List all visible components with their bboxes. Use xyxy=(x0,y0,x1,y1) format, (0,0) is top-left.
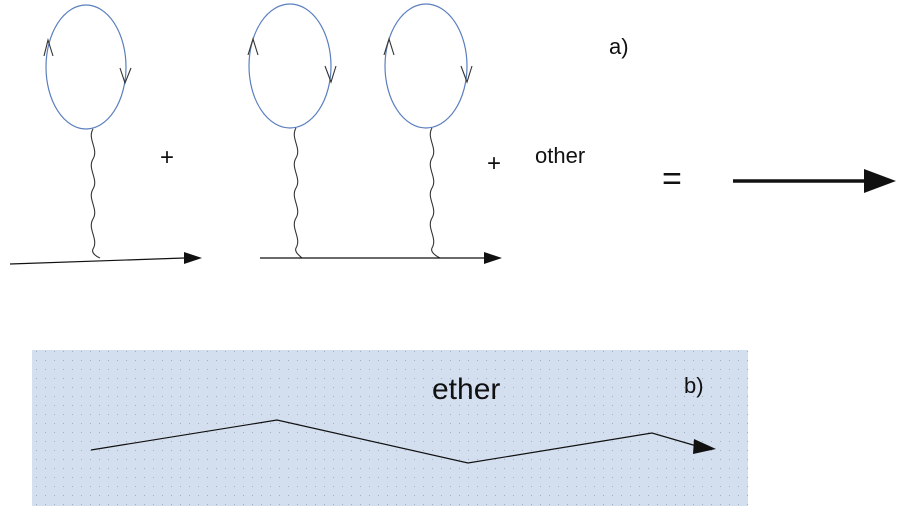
panel-a-label: a) xyxy=(609,34,629,59)
photon-propagator-1 xyxy=(90,128,101,259)
ether-dot-grid xyxy=(32,350,748,506)
electron-line-1 xyxy=(9,257,185,265)
loop-arrow-down xyxy=(324,65,337,84)
zigzag-arrowhead xyxy=(693,439,716,454)
photon-propagator-2b xyxy=(429,127,441,259)
loop-arrow-down xyxy=(119,67,132,85)
arrowhead-1 xyxy=(184,252,202,264)
ether-panel xyxy=(32,350,748,506)
photon-propagator-2a xyxy=(293,127,303,259)
diagram-single-loop xyxy=(9,4,202,265)
result-arrow xyxy=(733,169,896,193)
diagram-double-loop xyxy=(247,3,502,264)
loop-arrow-up xyxy=(383,37,395,56)
fermion-loop-2a xyxy=(248,3,332,129)
fermion-loop-2b xyxy=(384,3,468,129)
loop-arrow-up xyxy=(247,37,259,56)
arrowhead-2 xyxy=(484,252,502,264)
panel-b-label: b) xyxy=(684,373,704,398)
fermion-loop-1 xyxy=(45,4,127,130)
equals-sign: = xyxy=(662,160,682,198)
ether-label: ether xyxy=(432,373,501,406)
plus-sign-1: + xyxy=(160,144,175,171)
loop-arrow-up xyxy=(43,37,54,57)
plus-sign-2: + xyxy=(487,150,502,177)
electron-zigzag-path xyxy=(90,419,701,464)
other-label: other xyxy=(535,143,586,168)
loop-arrow-down xyxy=(460,65,473,84)
